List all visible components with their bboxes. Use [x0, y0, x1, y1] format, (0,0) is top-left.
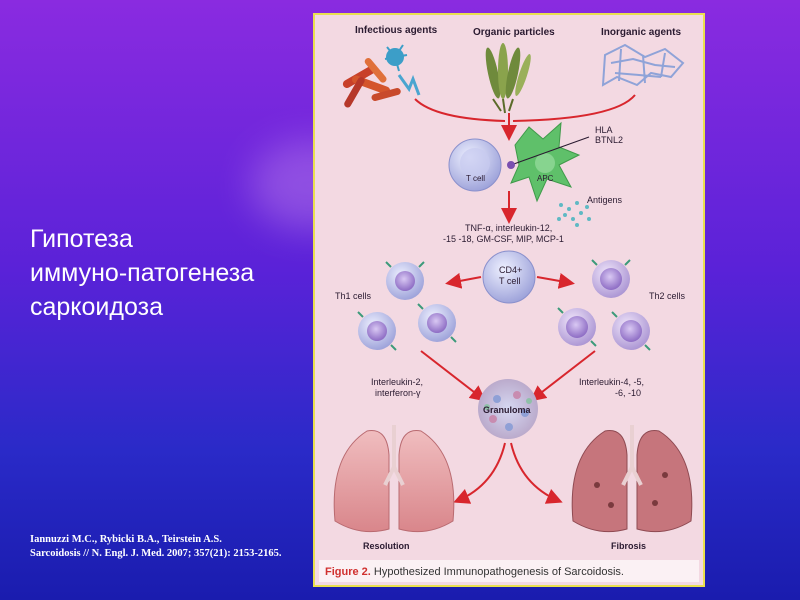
btnl2-label: BTNL2: [595, 135, 623, 145]
cytokines-line-1: TNF-α, interleukin-12,: [465, 223, 552, 233]
caption-text: Hypothesized Immunopathogenesis of Sarco…: [374, 566, 624, 578]
arrow-inorganic: [513, 95, 635, 121]
lungs-resolution: [334, 425, 454, 532]
cd4-t-cell: CD4+ T cell: [483, 251, 535, 303]
title-line-3: саркоидоза: [30, 290, 310, 324]
cd4-label-line-2: T cell: [499, 276, 520, 286]
title-line-1: Гипотеза: [30, 222, 310, 256]
hla-label: HLA: [595, 125, 613, 135]
caption-prefix: Figure 2.: [325, 566, 371, 578]
citation-line-1: Iannuzzi M.C., Rybicki B.A., Teirstein A…: [30, 533, 320, 547]
citation: Iannuzzi M.C., Rybicki B.A., Teirstein A…: [30, 533, 320, 561]
cytokines-line-2: -15 -18, GM-CSF, MIP, MCP-1: [443, 234, 564, 244]
th1-cells: [358, 262, 456, 350]
th1-cytokines-line-2: interferon-γ: [375, 388, 421, 398]
figure-frame: Infectious agents Organic particles Inor…: [313, 13, 705, 587]
cd4-label-line-1: CD4+: [499, 265, 522, 275]
lungs-fibrosis: [572, 425, 692, 532]
arrow-to-th2: [537, 277, 571, 283]
immunopathogenesis-diagram: Infectious agents Organic particles Inor…: [315, 15, 703, 585]
slide-title: Гипотеза иммуно-патогенеза саркоидоза: [30, 222, 310, 324]
antigens-dots: [557, 201, 591, 227]
resolution-label: Resolution: [363, 541, 410, 551]
arrow-infectious: [415, 99, 505, 121]
fibrosis-label: Fibrosis: [611, 541, 646, 551]
arrow-to-fibrosis: [511, 443, 559, 501]
hla-molecule: [507, 161, 515, 169]
source-label-inorganic: Inorganic agents: [601, 27, 681, 38]
th1-cytokines-line-1: Interleukin-2,: [371, 377, 423, 387]
arrow-to-th1: [449, 277, 481, 283]
title-line-2: иммуно-патогенеза: [30, 256, 310, 290]
infectious-agents-icon: [341, 45, 419, 109]
antigens-label: Antigens: [587, 195, 623, 205]
inorganic-agents-icon: [603, 45, 683, 85]
th2-cytokines-line-2: -6, -10: [615, 388, 641, 398]
th2-cytokines-line-1: Interleukin-4, -5,: [579, 377, 644, 387]
organic-particles-icon: [483, 43, 534, 113]
apc-label: APC: [537, 174, 554, 183]
arrow-th2-to-granuloma: [533, 351, 595, 399]
source-label-organic: Organic particles: [473, 27, 555, 38]
th2-cells: [558, 260, 650, 350]
source-label-infectious: Infectious agents: [355, 25, 438, 36]
th2-label: Th2 cells: [649, 291, 686, 301]
th1-label: Th1 cells: [335, 291, 372, 301]
figure-caption: Figure 2. Hypothesized Immunopathogenesi…: [325, 566, 624, 578]
arrow-to-resolution: [457, 443, 505, 501]
apc-cell: APC: [511, 123, 579, 201]
arrow-th1-to-granuloma: [421, 351, 483, 399]
t-cell-label: T cell: [466, 174, 485, 183]
granuloma-label: Granuloma: [483, 405, 532, 415]
t-cell: T cell: [449, 139, 501, 191]
citation-line-2: Sarcoidosis // N. Engl. J. Med. 2007; 35…: [30, 547, 320, 561]
